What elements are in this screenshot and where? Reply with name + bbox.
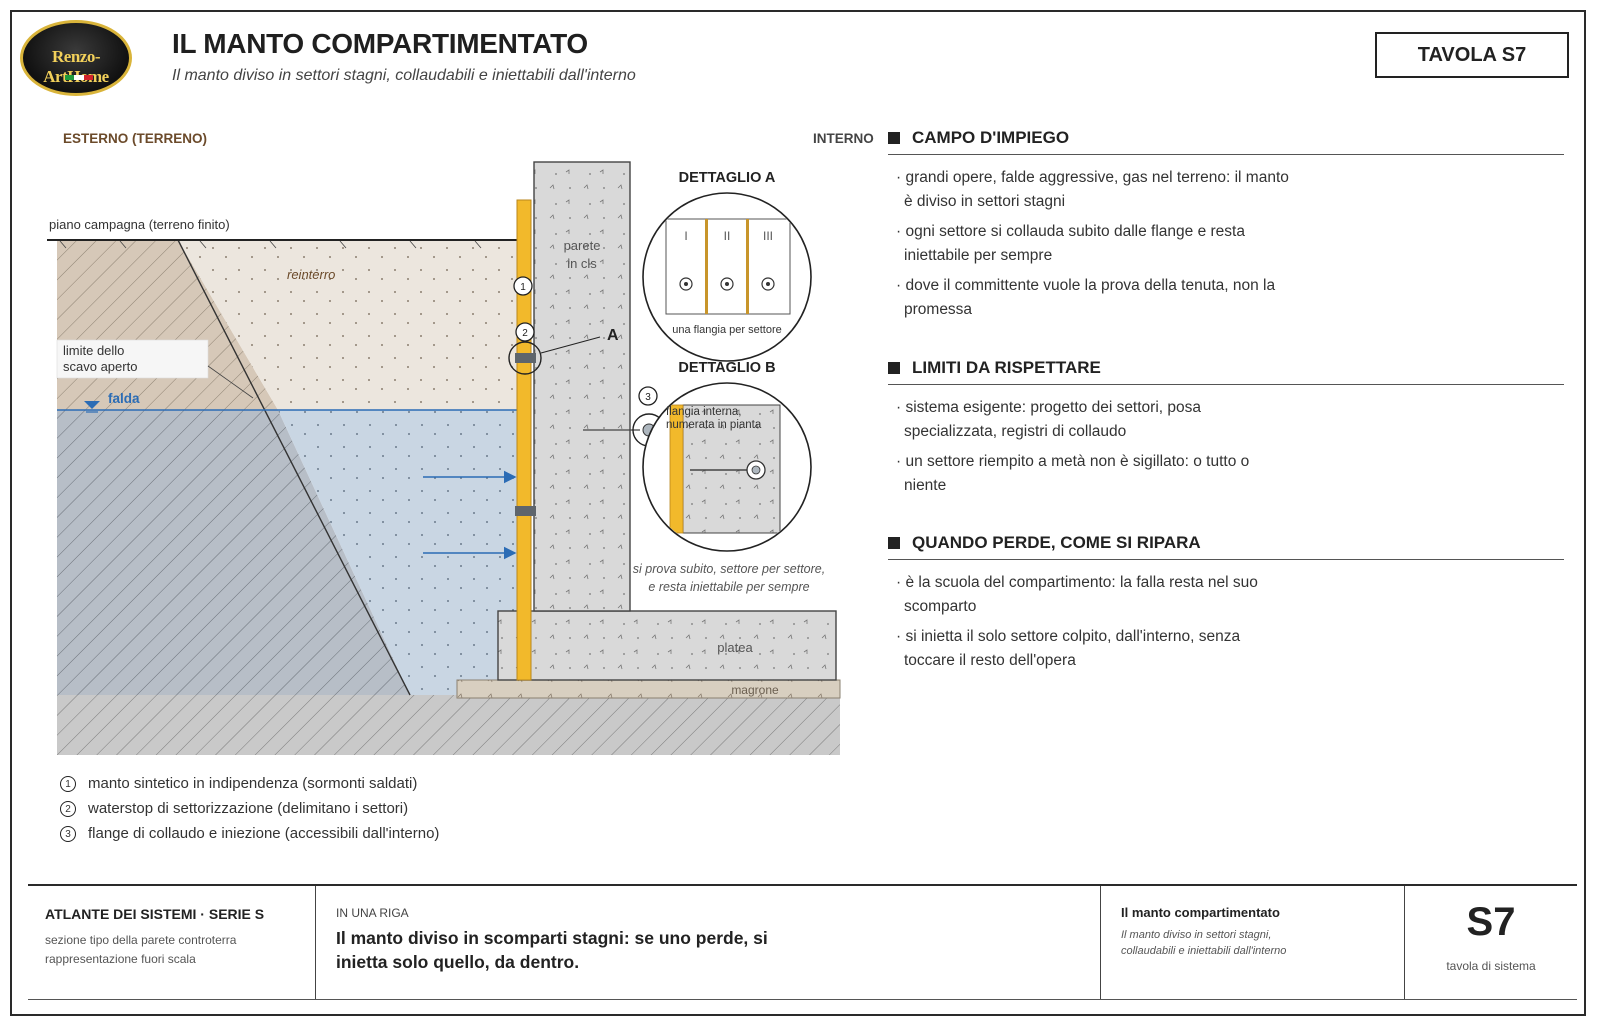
note-line-2: e resta iniettabile per sempre (648, 580, 809, 594)
one-line-text-2: inietta solo quello, da dentro. (336, 952, 580, 972)
one-line-label: IN UNA RIGA (336, 906, 409, 920)
section-heading: LIMITI DA RISPETTARE (888, 358, 1564, 385)
list-item: · grandi opere, falde aggressive, gas ne… (896, 169, 1289, 210)
waterstop (515, 353, 536, 363)
section-title: QUANDO PERDE, COME SI RIPARA (912, 533, 1201, 552)
system-desc-1: Il manto diviso in settori stagni, (1121, 929, 1272, 941)
sheet-badge: TAVOLA S7 (1375, 32, 1569, 78)
system-cell: Il manto compartimentato Il manto diviso… (1101, 886, 1403, 999)
interior-label: INTERNO (813, 131, 874, 146)
legend-text: flange di collaudo e iniezione (accessib… (88, 825, 440, 842)
title-block: ATLANTE DEI SISTEMI · SERIE S sezione ti… (28, 884, 1577, 1000)
square-bullet-icon (888, 537, 900, 549)
detail-a-title: DETTAGLIO A (679, 170, 776, 186)
one-line-text-1: Il manto diviso in scomparti stagni: se … (336, 928, 768, 948)
legend-text: manto sintetico in indipendenza (sormont… (88, 775, 418, 792)
note-line-1: si prova subito, settore per settore, (633, 562, 825, 576)
list-item: · dove il committente vuole la prova del… (896, 277, 1276, 318)
series-title: ATLANTE DEI SISTEMI · SERIE S (45, 906, 265, 922)
series-note-2: rappresentazione fuori scala (45, 952, 196, 966)
water-table-icon (84, 401, 100, 409)
ground-below (57, 695, 840, 755)
section-title: LIMITI DA RISPETTARE (912, 358, 1101, 377)
legend-number: 3 (60, 826, 76, 842)
callout-1: 1 (520, 282, 526, 293)
system-desc-2: collaudabili e iniettabili dall'interno (1121, 945, 1287, 957)
ground-level-ticks (59, 240, 482, 249)
callout-circle (513, 276, 533, 296)
square-bullet-icon (888, 132, 900, 144)
list-item: · un settore riempito a metà non è sigil… (896, 453, 1250, 494)
groundwater-label: falda (108, 391, 140, 406)
section-diagram: A 1 2 3 DETTAGLIO A I II III una flangia… (47, 131, 874, 755)
sector-3-label: III (763, 229, 773, 243)
page-title: IL MANTO COMPARTIMENTATO (172, 28, 588, 59)
waterstop (515, 506, 536, 516)
ground-level-label: piano campagna (terreno finito) (49, 217, 230, 232)
detail-a-caption: una flangia per settore (672, 324, 781, 336)
synthetic-membrane (516, 199, 532, 681)
backfill-label: reinterro (287, 267, 335, 282)
detail-a-ring (508, 341, 542, 375)
square-bullet-icon (888, 362, 900, 374)
foundation-slab (497, 610, 837, 681)
series-note-1: sezione tipo della parete controterra (45, 933, 237, 947)
excavation-limit-label-2: scavo aperto (63, 359, 137, 374)
detail-a-leader (540, 336, 601, 354)
excavation-limit-box (56, 339, 209, 379)
wall-label-1: parete (564, 238, 601, 253)
callout-circle (638, 386, 658, 406)
page-subtitle: Il manto diviso in settori stagni, colla… (172, 67, 636, 84)
series-cell: ATLANTE DEI SISTEMI · SERIE S sezione ti… (28, 886, 314, 999)
legend-number: 1 (60, 776, 76, 792)
one-line-cell: IN UNA RIGA Il manto diviso in scomparti… (316, 886, 1099, 999)
list-item: · sistema esigente: progetto dei settori… (896, 399, 1201, 440)
groundwater-zone (278, 410, 518, 695)
list-item: · ogni settore si collauda subito dalle … (896, 223, 1245, 264)
callout-circle (515, 322, 535, 342)
natural-soil-wet (57, 410, 410, 695)
section-title: CAMPO D'IMPIEGO (912, 128, 1070, 147)
callout-3: 3 (645, 392, 651, 403)
detail-b-caption-1: flangia interna, (666, 406, 741, 418)
detail-a-marker: A (607, 327, 619, 344)
detail-b-title: DETTAGLIO B (678, 360, 775, 376)
excavation-limit-leader (207, 365, 254, 399)
concrete-wall (533, 161, 631, 612)
section-heading: QUANDO PERDE, COME SI RIPARA (888, 533, 1564, 560)
section-heading: CAMPO D'IMPIEGO (888, 128, 1564, 155)
system-name: Il manto compartimentato (1121, 905, 1280, 920)
sector-1-label: I (684, 229, 687, 243)
sheet-frame (10, 10, 1586, 1016)
brand-logo: Renzo-ArtHome (20, 20, 132, 96)
slab-label: platea (717, 640, 753, 655)
sheet-code-label: tavola di sistema (1446, 959, 1536, 973)
sector-2-label: II (724, 229, 731, 243)
legend-number: 2 (60, 801, 76, 817)
exterior-label: ESTERNO (TERRENO) (63, 131, 207, 146)
lean-concrete (456, 679, 841, 699)
backfill-zone (178, 240, 518, 410)
legend-text: waterstop di settorizzazione (delimitano… (88, 800, 409, 817)
italian-flag-icon (65, 75, 93, 80)
list-item: · si inietta il solo settore colpito, da… (896, 628, 1241, 669)
lean-concrete-label: magrone (731, 683, 779, 697)
sheet-code: S7 (1466, 900, 1516, 944)
list-item: · è la scuola del compartimento: la fall… (896, 574, 1258, 615)
excavation-limit-label-1: limite dello (63, 343, 124, 358)
callout-2: 2 (522, 328, 528, 339)
wall-label-2: in cls (567, 256, 597, 271)
detail-b-caption-2: numerata in pianta (666, 419, 762, 431)
excavation-slope-line (177, 239, 411, 696)
code-cell: S7 tavola di sistema (1405, 886, 1577, 999)
